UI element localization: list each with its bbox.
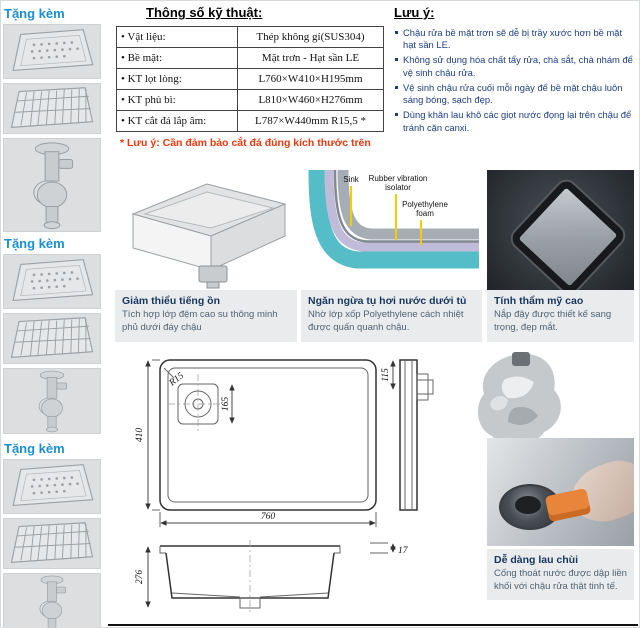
drain-cover-photo bbox=[487, 170, 634, 290]
feature-caption: Ngăn ngừa tụ hơi nước dưới tủ Nhờ lớp xố… bbox=[301, 290, 482, 342]
spec-table: • Vật liệu: Thép không gỉ(SUS304) • Bề m… bbox=[116, 26, 384, 132]
drain-pipe-icon bbox=[4, 139, 100, 231]
drain-cover-icon bbox=[508, 177, 627, 290]
feature-desc: Nắp đậy được thiết kế sang trọng, đẹp mắ… bbox=[494, 309, 612, 333]
sink-underside-drawing bbox=[131, 183, 287, 289]
diagram-label-rubber-1: Rubber vibration bbox=[369, 174, 428, 183]
drain-pipe-icon bbox=[4, 369, 100, 433]
spec-value: L787×W440mm R15,5 * bbox=[237, 110, 384, 132]
sink-underside-illustration bbox=[115, 170, 297, 290]
notes-section: Lưu ý: Chậu rửa bề mặt trơn sẽ dễ bị trầ… bbox=[394, 5, 636, 137]
table-row: • KT lọt lòng: L760×W410×H195mm bbox=[116, 68, 384, 90]
table-row: • KT phủ bì: L810×W460×H276mm bbox=[116, 89, 384, 111]
list-item: Dùng khăn lau khô các giọt nước đọng lại… bbox=[394, 109, 636, 133]
gift-label: Tặng kèm bbox=[4, 441, 65, 456]
gift-sidebar: Tặng kèm Tặng kèm Tặng kèm bbox=[0, 0, 106, 628]
list-item: Chậu rửa bề mặt trơn sẽ dễ bị trầy xước … bbox=[394, 27, 636, 51]
gift-item-drain-pipe bbox=[3, 573, 101, 628]
spec-label: • Vật liệu: bbox=[116, 26, 238, 48]
dimension-label-276: 276 bbox=[135, 570, 145, 585]
water-splash-photo bbox=[477, 352, 561, 446]
gift-item-perforated-tray bbox=[3, 254, 101, 309]
gift-item-wire-rack bbox=[3, 313, 101, 364]
gift-item-wire-rack bbox=[3, 83, 101, 134]
gift-label: Tặng kèm bbox=[4, 6, 65, 21]
spec-label: • KT cắt đá lắp âm: bbox=[116, 110, 238, 132]
wire-rack-icon bbox=[4, 314, 100, 363]
spec-label: • KT lọt lòng: bbox=[116, 68, 238, 90]
gift-item-perforated-tray bbox=[3, 459, 101, 514]
stone-cut-warning: * Lưu ý: Cần đảm bảo cắt đá đúng kích th… bbox=[120, 137, 371, 149]
perforated-tray-icon bbox=[4, 255, 100, 308]
table-row: • Vật liệu: Thép không gỉ(SUS304) bbox=[116, 26, 384, 48]
list-item: Không sử dụng hóa chất tẩy rửa, chà sắt,… bbox=[394, 54, 636, 78]
dimension-label-17: 17 bbox=[398, 546, 409, 556]
dimension-label-760: 760 bbox=[261, 512, 276, 522]
table-row: • Bề mặt: Mặt trơn - Hạt sần LE bbox=[116, 47, 384, 69]
perforated-tray-icon bbox=[4, 460, 100, 513]
spec-label: • Bề mặt: bbox=[116, 47, 238, 69]
feature-desc: Tích hợp lớp đệm cao su thông minh phủ d… bbox=[122, 309, 278, 333]
diagram-label-rubber-2: isolator bbox=[385, 183, 411, 192]
notes-title: Lưu ý: bbox=[394, 5, 435, 20]
list-item: Vệ sinh chậu rửa cuối mỗi ngày để bề mặt… bbox=[394, 82, 636, 106]
spec-value: Mặt trơn - Hạt sần LE bbox=[237, 47, 384, 69]
spec-value: L760×W410×H195mm bbox=[237, 68, 384, 90]
table-row: • KT cắt đá lắp âm: L787×W440mm R15,5 * bbox=[116, 110, 384, 132]
feature-caption: Tính thẩm mỹ cao Nắp đậy được thiết kế s… bbox=[487, 290, 634, 342]
feature-title: Dễ dàng lau chùi bbox=[494, 554, 579, 566]
spec-value: L810×W460×H276mm bbox=[237, 89, 384, 111]
feature-card-aesthetic: Tính thẩm mỹ cao Nắp đậy được thiết kế s… bbox=[487, 170, 634, 342]
feature-caption: Giảm thiểu tiếng ồn Tích hợp lớp đệm cao… bbox=[115, 290, 297, 342]
dimension-label-165: 165 bbox=[221, 397, 231, 412]
feature-desc: Cống thoát nước được dập liền khối với c… bbox=[494, 568, 627, 592]
feature-card-noise: Giảm thiểu tiếng ồn Tích hợp lớp đệm cao… bbox=[115, 170, 297, 342]
cross-section-diagram: Sink Rubber vibration isolator Polyethyl… bbox=[308, 170, 479, 269]
diagram-label-foam-1: Polyethylene bbox=[402, 200, 448, 209]
dimension-label-115: 115 bbox=[381, 368, 391, 382]
gift-label: Tặng kèm bbox=[4, 236, 65, 251]
feature-card-insulation: Sink Rubber vibration isolator Polyethyl… bbox=[301, 170, 482, 342]
gift-group-1: Tặng kèm bbox=[3, 6, 103, 236]
divider bbox=[108, 624, 638, 626]
drain-hole-center bbox=[515, 496, 541, 514]
feature-title: Giảm thiểu tiếng ồn bbox=[122, 295, 221, 307]
drain-cleaning-photo bbox=[487, 438, 634, 546]
feature-title: Ngăn ngừa tụ hơi nước dưới tủ bbox=[308, 295, 467, 307]
diagram-label-foam-2: foam bbox=[416, 209, 434, 218]
gift-item-wire-rack bbox=[3, 518, 101, 569]
feature-title: Tính thẩm mỹ cao bbox=[494, 295, 584, 307]
perforated-tray-icon bbox=[4, 25, 100, 78]
spec-section: Thông số kỹ thuật: • Vật liệu: Thép khôn… bbox=[116, 5, 388, 149]
gift-group-3: Tặng kèm bbox=[3, 441, 103, 628]
insulation-diagram: Sink Rubber vibration isolator Polyethyl… bbox=[301, 170, 482, 290]
diagram-label-sink: Sink bbox=[343, 175, 360, 184]
wire-rack-icon bbox=[4, 84, 100, 133]
wire-rack-icon bbox=[4, 519, 100, 568]
gift-group-2: Tặng kèm bbox=[3, 236, 103, 438]
spec-value: Thép không gỉ(SUS304) bbox=[237, 26, 384, 48]
gift-item-drain-pipe bbox=[3, 368, 101, 434]
feature-desc: Nhờ lớp xốp Polyethylene cách nhiệt được… bbox=[308, 309, 464, 333]
gift-item-drain-pipe bbox=[3, 138, 101, 232]
drain-pipe-icon bbox=[4, 574, 100, 628]
technical-drawing: R15 165 410 760 115 276 17 bbox=[135, 359, 434, 614]
spec-label: • KT phủ bì: bbox=[116, 89, 238, 111]
dimension-label-410: 410 bbox=[135, 428, 145, 443]
feature-caption: Dễ dàng lau chùi Cống thoát nước được dậ… bbox=[487, 549, 634, 601]
notes-list: Chậu rửa bề mặt trơn sẽ dễ bị trầy xước … bbox=[394, 27, 636, 134]
spec-title: Thông số kỹ thuật: bbox=[146, 5, 263, 20]
gift-item-perforated-tray bbox=[3, 24, 101, 79]
